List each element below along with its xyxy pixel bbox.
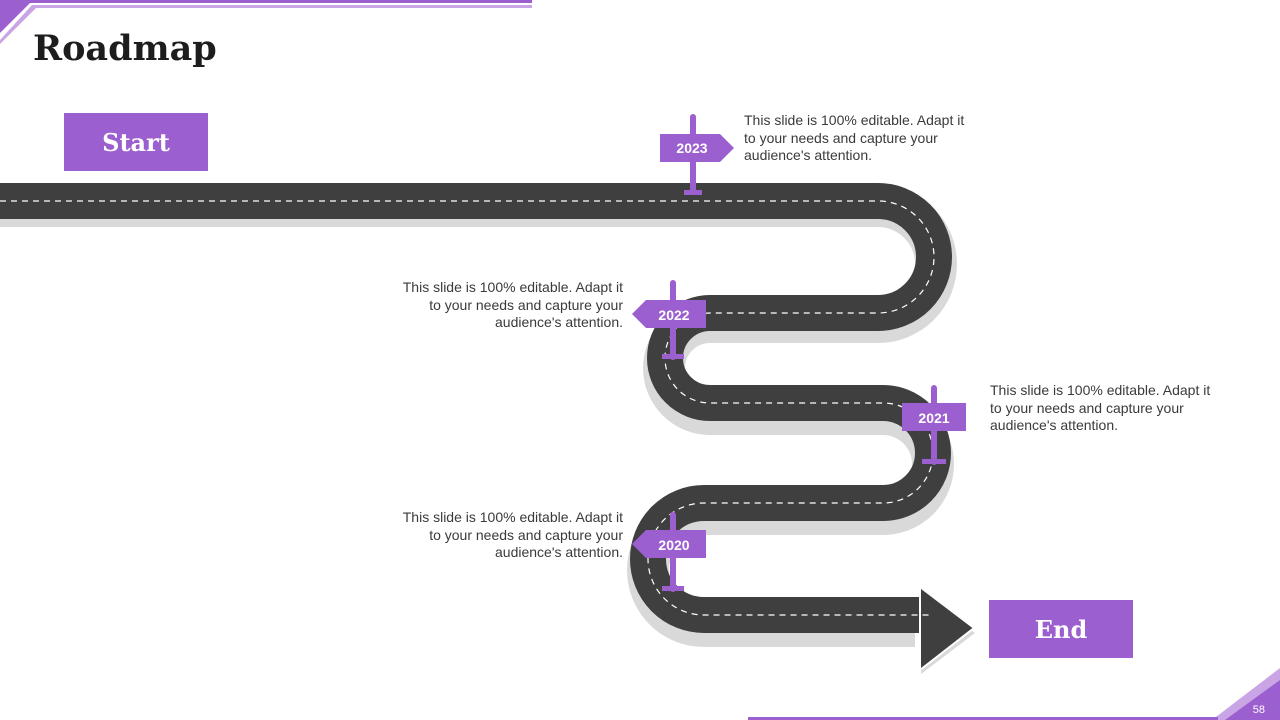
year-2020-label: 2020 — [658, 537, 689, 553]
milestone-2022-text: This slide is 100% editable. Adapt it to… — [402, 279, 623, 330]
year-2022-label: 2022 — [658, 307, 689, 323]
start-label: Start — [64, 113, 208, 171]
road-arrow-head — [919, 584, 976, 673]
milestone-2021-text: This slide is 100% editable. Adapt it to… — [990, 382, 1211, 433]
milestone-2023-text: This slide is 100% editable. Adapt it to… — [744, 112, 965, 163]
signpost-2020: 2020 — [632, 512, 706, 592]
page-title: Roadmap — [33, 28, 217, 69]
corner-decoration-bottom — [748, 668, 1280, 720]
end-label: End — [989, 600, 1133, 658]
year-2021-label: 2021 — [918, 410, 949, 426]
milestone-2020-text: This slide is 100% editable. Adapt it to… — [402, 509, 623, 560]
lane-marking — [0, 200, 935, 616]
signpost-2022: 2022 — [632, 280, 706, 360]
signpost-2021: 2021 — [902, 385, 966, 465]
page-number: 58 — [1252, 704, 1265, 716]
year-2023-label: 2023 — [676, 140, 707, 156]
signpost-2023: 2023 — [660, 114, 734, 195]
